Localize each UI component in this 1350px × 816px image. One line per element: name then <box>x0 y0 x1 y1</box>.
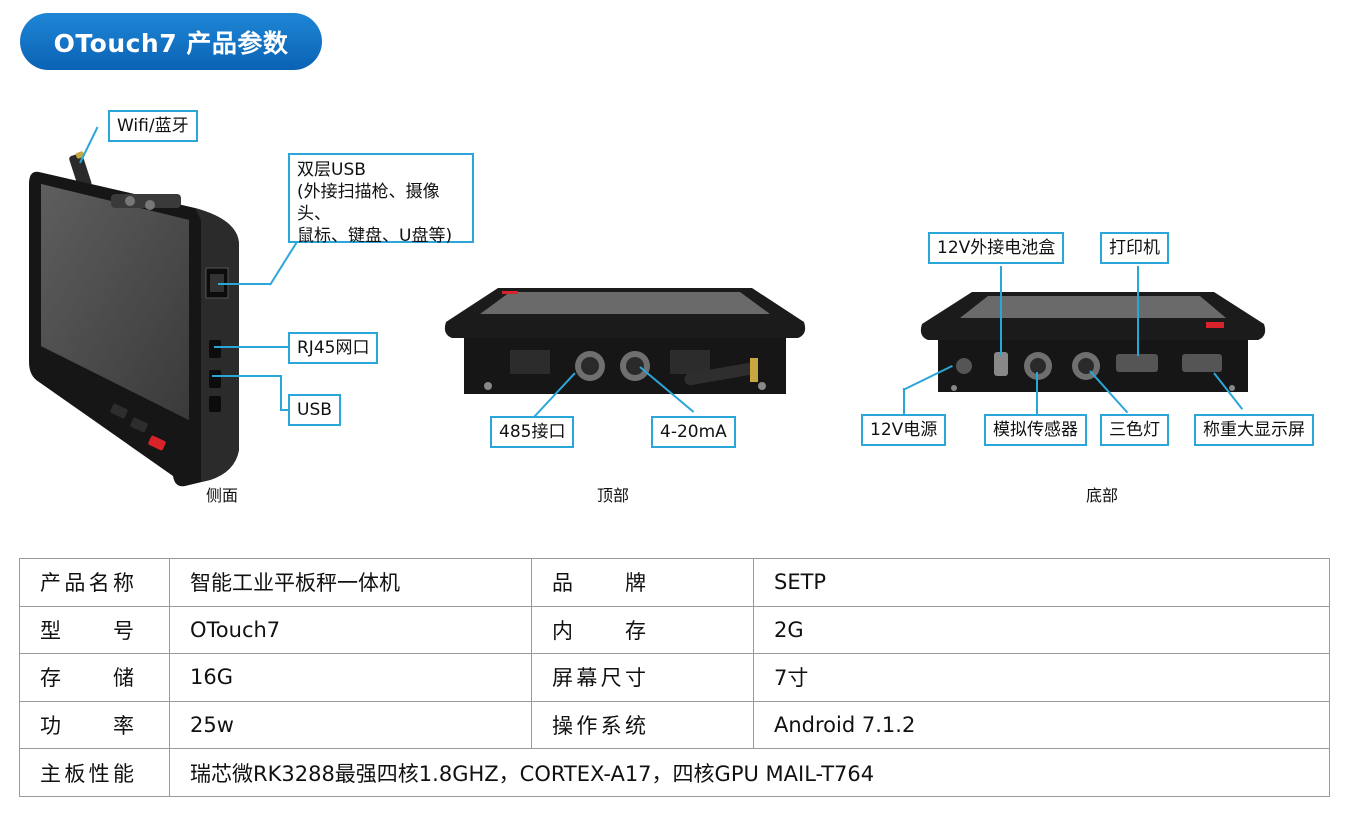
callout-sensor: 模拟传感器 <box>984 414 1087 446</box>
leader-12v-power-v <box>903 388 905 414</box>
callout-display: 称重大显示屏 <box>1194 414 1314 446</box>
leader-usb-h <box>212 375 282 377</box>
callout-dual-usb-line3: 鼠标、键盘、U盘等) <box>297 226 453 246</box>
leader-usb-v <box>280 375 282 411</box>
caption-top: 顶部 <box>597 486 630 505</box>
table-row: 存储 16G 屏幕尺寸 7寸 <box>19 653 1330 702</box>
leader-dual-usb-h <box>218 283 271 285</box>
spec-value: 智能工业平板秤一体机 <box>169 558 532 607</box>
callout-dual-usb-line1: 双层USB <box>297 160 366 180</box>
leader-printer <box>1137 266 1139 356</box>
caption-side: 侧面 <box>206 486 239 505</box>
callout-dual-usb-line2: (外接扫描枪、摄像头、 <box>297 182 440 224</box>
spec-value: Android 7.1.2 <box>753 700 1330 750</box>
spec-value: 16G <box>169 653 532 702</box>
callout-usb: USB <box>288 394 341 426</box>
spec-key: 型号 <box>19 605 170 655</box>
callout-printer: 打印机 <box>1100 232 1169 264</box>
leader-usb-h2 <box>280 409 288 411</box>
leader-rj45 <box>214 346 288 348</box>
spec-value: 2G <box>753 605 1330 655</box>
spec-key: 屏幕尺寸 <box>531 653 754 702</box>
spec-key: 产品名称 <box>19 558 170 607</box>
spec-value-board: 瑞芯微RK3288最强四核1.8GHZ，CORTEX-A17，四核GPU MAI… <box>169 748 1330 797</box>
spec-key: 存储 <box>19 653 170 702</box>
bottom-view-device <box>920 292 1266 392</box>
spec-key: 操作系统 <box>531 700 754 750</box>
leader-battery <box>1000 266 1002 356</box>
page-title: OTouch7 产品参数 <box>20 13 322 70</box>
spec-value: 25w <box>169 700 532 750</box>
spec-value: SETP <box>753 558 1330 607</box>
spec-value: OTouch7 <box>169 605 532 655</box>
top-view-device <box>444 288 806 394</box>
callout-12v-power: 12V电源 <box>861 414 947 446</box>
caption-bottom: 底部 <box>1086 486 1119 505</box>
spec-key: 品牌 <box>531 558 754 607</box>
spec-key: 主板性能 <box>19 748 170 797</box>
callout-485: 485接口 <box>490 416 575 448</box>
table-row: 产品名称 智能工业平板秤一体机 品牌 SETP <box>19 558 1330 607</box>
spec-key: 功率 <box>19 700 170 750</box>
spec-value: 7寸 <box>753 653 1330 702</box>
callout-rj45: RJ45网口 <box>288 332 379 364</box>
callout-wifi: Wifi/蓝牙 <box>108 110 198 142</box>
callout-battery: 12V外接电池盒 <box>928 232 1065 264</box>
callout-dual-usb: 双层USB (外接扫描枪、摄像头、 鼠标、键盘、U盘等) <box>288 153 474 246</box>
callout-lamp: 三色灯 <box>1100 414 1169 446</box>
table-row: 功率 25w 操作系统 Android 7.1.2 <box>19 700 1330 750</box>
table-row: 型号 OTouch7 内存 2G <box>19 605 1330 655</box>
spec-key: 内存 <box>531 605 754 655</box>
callout-4-20ma: 4-20mA <box>651 416 736 448</box>
leader-dual-usb-d <box>269 242 298 286</box>
table-row: 主板性能 瑞芯微RK3288最强四核1.8GHZ，CORTEX-A17，四核GP… <box>19 748 1330 797</box>
spec-table: 产品名称 智能工业平板秤一体机 品牌 SETP 型号 OTouch7 内存 2G… <box>19 558 1330 797</box>
side-view-device <box>29 151 239 487</box>
leader-sensor <box>1036 372 1038 414</box>
